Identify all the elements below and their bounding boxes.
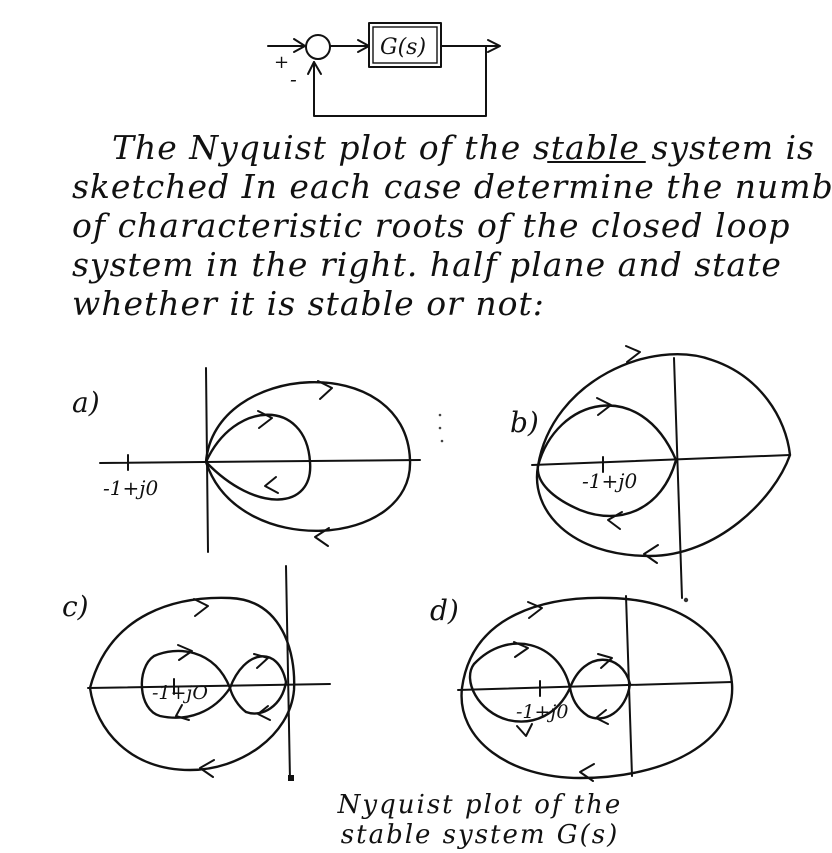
- plot-d-label: d): [430, 594, 459, 627]
- plot-b-arrow-inner-top: [596, 397, 612, 416]
- plot-b-label: b): [510, 406, 539, 439]
- problem-line: sketched In each case determine the numb…: [72, 167, 832, 206]
- block-diagram: + - G(s): [267, 22, 501, 117]
- plot-d-right-inner-loop: [568, 658, 632, 720]
- plot-c-arrow-outer-top: [193, 598, 209, 617]
- plot-c-outer-loop: [88, 596, 296, 772]
- plot-b: b) -1+j0: [510, 345, 792, 599]
- g-block-label: G(s): [380, 35, 426, 60]
- plot-a-arrow-outer-bottom: [314, 527, 330, 547]
- input-arrow-head: [293, 38, 306, 53]
- plot-c-arrow-right-loop-bottom: [257, 705, 271, 721]
- stray-dot: [438, 413, 442, 417]
- plot-c-arrow-left-loop-bottom: [175, 704, 190, 721]
- plot-d-point-label: -1+j0: [516, 701, 568, 723]
- plot-c-label: c): [62, 590, 89, 623]
- plot-a-point-label: -1+j0: [103, 476, 158, 500]
- plot-d-real-axis: [457, 681, 733, 691]
- plot-a-outer-loop: [204, 380, 412, 532]
- plot-c-arrow-right-loop: [253, 653, 269, 669]
- plot-a-arrow-inner-bottom: [264, 476, 279, 494]
- problem-statement: The Nyquist plot of the stable system is…: [72, 128, 832, 323]
- caption-line-2: stable system G(s): [340, 820, 620, 850]
- minus-sign: -: [290, 67, 297, 91]
- caption-line-1: Nyquist plot of the: [337, 790, 623, 820]
- plot-b-real-axis: [531, 454, 791, 466]
- plot-d-arrow-left-loop-bottom: [516, 723, 533, 737]
- plot-c-right-inner-loop: [228, 655, 288, 715]
- plot-b-point-label: -1+j0: [582, 469, 637, 493]
- plot-c-left-inner-loop: [140, 649, 232, 719]
- plot-a-inner-loop: [204, 413, 312, 501]
- plot-c-point-label: -1+jO: [152, 682, 208, 704]
- plot-d-arrow-right-loop: [597, 653, 613, 669]
- plot-c-real-axis: [87, 683, 331, 689]
- plot-b-arrow-inner-bottom: [607, 511, 623, 530]
- plot-c-axis-end-mark: [288, 775, 294, 781]
- plot-d-arrow-left-loop: [513, 641, 529, 658]
- feedback-arrow-head: [307, 61, 322, 75]
- problem-line: The Nyquist plot of the stable system is: [112, 128, 815, 167]
- problem-line: system in the right. half plane and stat…: [72, 245, 782, 284]
- plot-b-imag-axis: [673, 357, 683, 599]
- stray-dot: [440, 439, 444, 443]
- plot-c: c) -1+jO: [62, 565, 331, 781]
- plot-c-arrow-left-loop: [177, 644, 193, 661]
- plot-d: d) -1+j0: [430, 594, 734, 782]
- plot-d-arrow-outer-top: [527, 601, 543, 619]
- plot-a-real-axis: [99, 459, 421, 464]
- feedback-path: [313, 45, 487, 117]
- plot-a: a) -1+j0: [72, 367, 421, 553]
- plot-b-arrow-outer-bottom: [643, 544, 659, 564]
- summing-junction: [305, 34, 331, 60]
- plus-sign: +: [274, 52, 289, 73]
- plot-d-arrow-right-loop-bottom: [595, 709, 609, 725]
- plot-d-outer-loop: [460, 596, 734, 780]
- problem-line: whether it is stable or not:: [72, 284, 545, 323]
- stray-dot: [683, 597, 689, 603]
- plot-c-arrow-outer-bottom: [199, 759, 215, 778]
- plot-d-arrow-outer-bottom: [579, 763, 595, 782]
- output-arrow-head: [487, 39, 501, 53]
- plot-d-left-inner-loop: [468, 642, 572, 723]
- plot-a-arrow-outer-top: [317, 380, 333, 400]
- plot-a-arrow-inner-top: [257, 410, 273, 429]
- plot-b-outer-loop: [535, 353, 792, 558]
- plot-c-imag-axis: [285, 565, 291, 781]
- plot-a-label: a): [72, 386, 100, 419]
- problem-line: of characteristic roots of the closed lo…: [72, 206, 791, 245]
- g-block-inner: [372, 26, 438, 64]
- plot-b-arrow-outer-top: [625, 345, 641, 363]
- plot-b-inner-loop: [536, 404, 678, 518]
- stray-dot: [438, 426, 442, 430]
- figure-caption: Nyquist plot of the stable system G(s): [300, 790, 660, 850]
